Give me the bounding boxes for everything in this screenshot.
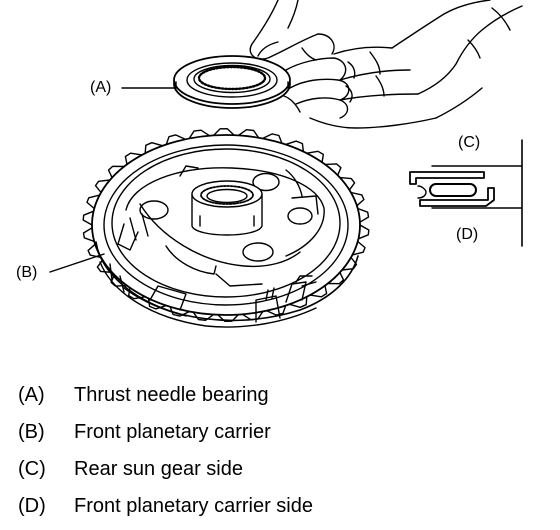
legend-row: (B) Front planetary carrier	[18, 414, 313, 451]
hand-drawing	[249, 0, 523, 129]
callout-label-c: (C)	[458, 134, 481, 151]
legend-text: Rear sun gear side	[74, 458, 243, 480]
legend-row: (A) Thrust needle bearing	[18, 377, 313, 414]
legend-key: (C)	[18, 458, 46, 480]
legend-key: (D)	[18, 495, 46, 517]
legend-key: (B)	[18, 421, 45, 443]
legend-text: Front planetary carrier	[74, 421, 271, 443]
callout-line-b	[49, 253, 105, 273]
callout-label-b: (B)	[16, 264, 38, 281]
thrust-needle-bearing	[173, 55, 291, 109]
callout-label-a: (A)	[90, 79, 112, 96]
legend-row: (D) Front planetary carrier side	[18, 488, 313, 525]
callout-label-d: (D)	[456, 226, 479, 243]
parts-legend: (A) Thrust needle bearing (B) Front plan…	[18, 377, 313, 525]
splined-hub	[191, 180, 263, 236]
carrier-teeth	[82, 127, 370, 322]
legend-row: (C) Rear sun gear side	[18, 451, 313, 488]
legend-key: (A)	[18, 384, 45, 406]
bearing-cross-section	[409, 139, 523, 247]
gear-tooth-outline	[82, 127, 370, 322]
legend-text: Front planetary carrier side	[74, 495, 313, 517]
front-planetary-carrier	[82, 127, 370, 328]
bearing-installation-illustration	[49, 0, 523, 328]
legend-text: Thrust needle bearing	[74, 384, 269, 406]
